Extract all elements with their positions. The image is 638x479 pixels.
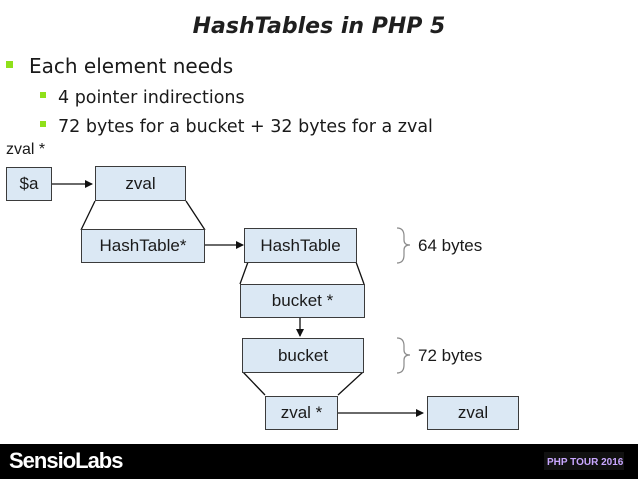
bullet-marker xyxy=(40,92,46,98)
zval-pointer-box: zval * xyxy=(265,396,338,430)
variable-box: $a xyxy=(6,167,52,201)
diagram-connectors xyxy=(52,180,424,417)
bullet-main: Each element needs xyxy=(6,54,233,78)
bullet-sub-1: 4 pointer indirections xyxy=(40,88,245,108)
final-zval-box: zval xyxy=(427,396,519,430)
bullet-sub-1-text: 4 pointer indirections xyxy=(58,88,245,108)
brace-72-bytes xyxy=(396,337,411,374)
brace-64-bytes xyxy=(396,227,411,264)
php-tour-logo: PHP TOUR 2016 xyxy=(544,452,624,470)
php-tour-logo-text: PHP TOUR 2016 xyxy=(547,457,624,468)
expand-hashtable-trapezoid xyxy=(239,261,365,285)
bullet-sub-2: 72 bytes for a bucket + 32 bytes for a z… xyxy=(40,117,433,137)
hashtable-pointer-box: HashTable* xyxy=(81,229,205,263)
expand-zval-trapezoid xyxy=(80,200,206,231)
zval-box: zval xyxy=(95,166,186,201)
bullet-sub-2-text: 72 bytes for a bucket + 32 bytes for a z… xyxy=(58,117,433,137)
bullet-marker xyxy=(6,61,13,68)
footer-bar xyxy=(0,444,638,479)
bullet-marker xyxy=(40,121,46,127)
bucket-pointer-box: bucket * xyxy=(240,284,365,318)
slide-title: HashTables in PHP 5 xyxy=(192,14,446,39)
sensiolabs-logo: SensioLabs xyxy=(9,448,123,473)
hashtable-box: HashTable xyxy=(244,228,357,263)
bucket-box: bucket xyxy=(242,338,364,373)
bucket-size-label: 72 bytes xyxy=(418,346,483,365)
expand-bucket-trapezoid xyxy=(242,371,364,396)
bullet-main-text: Each element needs xyxy=(29,54,234,78)
hashtable-size-label: 64 bytes xyxy=(418,236,483,255)
zval-pointer-label: zval * xyxy=(6,141,46,158)
